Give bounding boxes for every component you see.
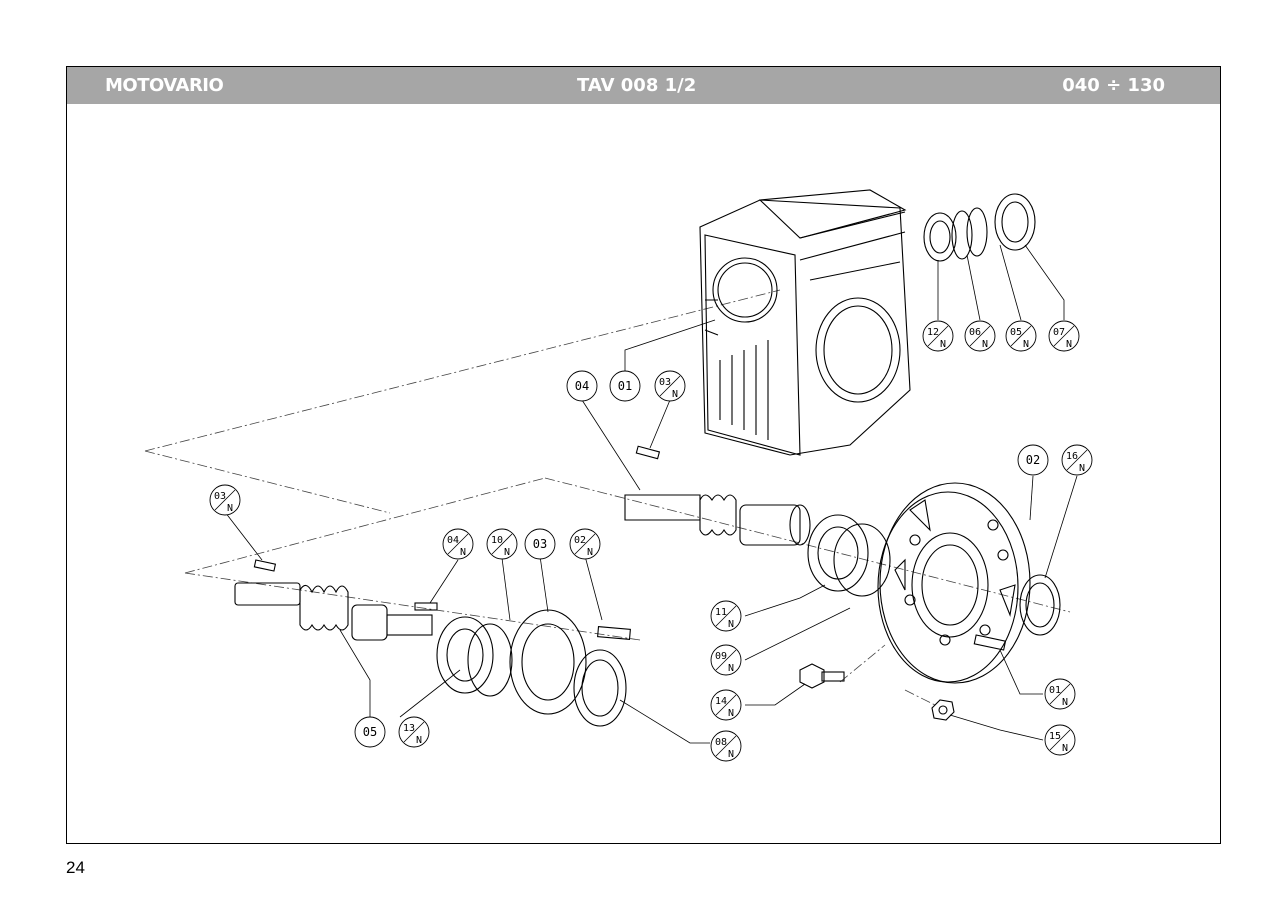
callout-11-n: 11N <box>710 600 742 632</box>
header-bar: MOTOVARIO TAV 008 1/2 040 ÷ 130 <box>67 67 1220 104</box>
callout-09-n: 09N <box>710 644 742 676</box>
callout-number: 03 <box>214 491 226 502</box>
callout-number: 11 <box>715 607 727 618</box>
callout-number: 06 <box>969 327 981 338</box>
callout-n-mark: N <box>940 339 946 350</box>
callout-n-mark: N <box>416 735 422 746</box>
lower-bearing-group <box>436 609 631 727</box>
callout-number: 04 <box>575 379 589 393</box>
callout-08-n: 08N <box>710 730 742 762</box>
output-bearings <box>923 193 1036 262</box>
gearbox-housing <box>699 189 911 456</box>
callout-02-n: 02N <box>569 528 601 560</box>
drawing-frame: MOTOVARIO TAV 008 1/2 040 ÷ 130 <box>66 66 1221 844</box>
axis-lines <box>144 289 1071 706</box>
callout-number: 03 <box>533 537 547 551</box>
callout-n-mark: N <box>1079 463 1085 474</box>
callout-n-mark: N <box>728 708 734 719</box>
fasteners <box>799 634 1007 721</box>
callout-number: 09 <box>715 651 727 662</box>
callout-n-mark: N <box>728 663 734 674</box>
callout-n-mark: N <box>728 749 734 760</box>
callout-n-mark: N <box>227 503 233 514</box>
callout-number: 03 <box>659 377 671 388</box>
leader-lines <box>224 244 1078 744</box>
callout-number: 12 <box>927 327 939 338</box>
callout-number: 01 <box>618 379 632 393</box>
callout-n-mark: N <box>728 619 734 630</box>
callout-number: 13 <box>403 723 415 734</box>
callout-n-mark: N <box>1066 339 1072 350</box>
callout-10-n: 10N <box>486 528 518 560</box>
callout-n-mark: N <box>460 547 466 558</box>
callout-03-n: 03N <box>654 370 686 402</box>
callout-number: 14 <box>715 696 727 707</box>
callout-number: 07 <box>1053 327 1065 338</box>
callout-03-n: 03N <box>209 484 241 516</box>
callout-16-n: 16N <box>1061 444 1093 476</box>
callout-n-mark: N <box>1062 743 1068 754</box>
callout-number: 04 <box>447 535 459 546</box>
callout-n-mark: N <box>982 339 988 350</box>
callout-02: 02 <box>1017 444 1049 476</box>
bearing-11 <box>807 514 891 597</box>
seal-16 <box>1019 574 1061 636</box>
callout-06-n: 06N <box>964 320 996 352</box>
flange-02 <box>877 482 1031 684</box>
callout-number: 15 <box>1049 731 1061 742</box>
callout-number: 05 <box>1010 327 1022 338</box>
callout-15-n: 15N <box>1044 724 1076 756</box>
callout-number: 02 <box>1026 453 1040 467</box>
callout-number: 05 <box>363 725 377 739</box>
callout-number: 16 <box>1066 451 1078 462</box>
callout-04: 04 <box>566 370 598 402</box>
callout-number: 08 <box>715 737 727 748</box>
page-number: 24 <box>66 858 85 877</box>
callout-number: 02 <box>574 535 586 546</box>
callout-07-n: 07N <box>1048 320 1080 352</box>
callout-05: 05 <box>354 716 386 748</box>
callout-14-n: 14N <box>710 689 742 721</box>
worm-shaft-lower <box>234 559 438 641</box>
callout-13-n: 13N <box>398 716 430 748</box>
callout-number: 01 <box>1049 685 1061 696</box>
callout-n-mark: N <box>1023 339 1029 350</box>
callout-12-n: 12N <box>922 320 954 352</box>
callout-n-mark: N <box>504 547 510 558</box>
callout-04-n: 04N <box>442 528 474 560</box>
callout-n-mark: N <box>587 547 593 558</box>
callout-n-mark: N <box>672 389 678 400</box>
callout-01: 01 <box>609 370 641 402</box>
brand-label: MOTOVARIO <box>105 75 224 96</box>
callout-05-n: 05N <box>1005 320 1037 352</box>
worm-shaft-upper <box>624 445 811 546</box>
callout-03: 03 <box>524 528 556 560</box>
callout-01-n: 01N <box>1044 678 1076 710</box>
callout-n-mark: N <box>1062 697 1068 708</box>
size-range-label: 040 ÷ 130 <box>1062 75 1165 96</box>
callout-number: 10 <box>491 535 503 546</box>
table-label: TAV 008 1/2 <box>577 75 697 96</box>
